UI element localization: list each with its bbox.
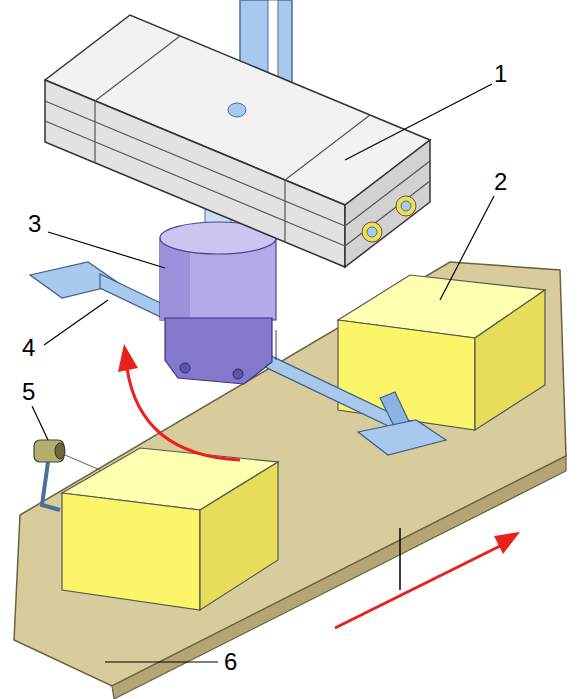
workpiece-box (62, 448, 278, 610)
callout-number: 1 (494, 62, 507, 86)
motion-arrow (118, 344, 520, 628)
leader-line (32, 84, 494, 662)
callout-number: 3 (28, 212, 41, 236)
callout-number: 4 (22, 336, 35, 360)
callout-number: 6 (224, 650, 237, 674)
callout-number: 2 (494, 170, 507, 194)
gripper-body (45, 15, 430, 267)
callout-number: 5 (22, 380, 35, 404)
conveyor-belt (14, 262, 566, 699)
